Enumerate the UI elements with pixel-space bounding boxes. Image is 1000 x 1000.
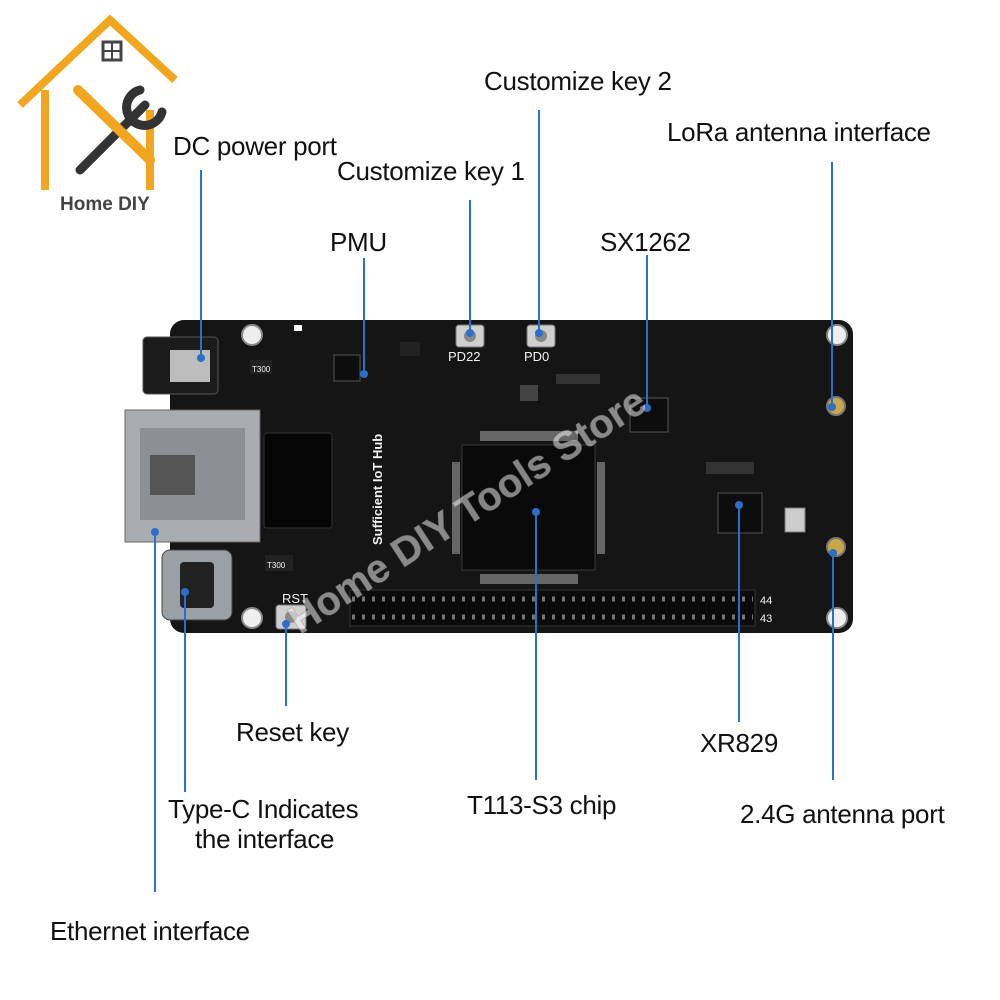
ethernet-transformer [263,432,333,529]
silk-pd0: PD0 [524,349,549,364]
label-type-c-line2: the interface [195,824,335,854]
silk-pd22: PD22 [448,349,481,364]
label-type-c-line1: Type-C Indicates [168,794,359,824]
leader-lines [154,110,834,892]
label-type-c: Type-C Indicates the interface [168,794,359,854]
logo-brand-text: Home DIY [60,194,150,215]
label-t113-chip: T113-S3 chip [467,790,617,820]
silk-rst: RST [282,591,308,606]
board-silk-title: Sufficient IoT Hub [370,434,385,545]
sx1262-chip [629,397,669,433]
wrench-icon [75,85,167,175]
screwdriver-icon [73,85,155,165]
silk-pin-43: 43 [760,613,772,625]
mount-hole-br [826,607,848,629]
pin-header [349,589,756,627]
mount-hole-tr [826,324,848,346]
label-reset-key: Reset key [236,717,349,747]
label-customize-key-2: Customize key 2 [484,66,672,96]
label-ethernet: Ethernet interface [50,916,250,946]
label-2-4g-antenna: 2.4G antenna port [740,799,945,829]
label-customize-key-1: Customize key 1 [337,156,525,186]
label-dc-power-port: DC power port [173,131,337,161]
label-xr829: XR829 [700,728,778,758]
t113-chip [461,444,596,571]
mount-hole-tl [241,324,263,346]
silk-t300-a: T300 [252,365,271,374]
house-icon [17,14,178,108]
silk-pin-44: 44 [760,595,772,607]
mount-hole-bl [241,607,263,629]
silk-t300-b: T300 [267,561,286,570]
home-diy-logo [17,14,178,190]
label-lora-antenna: LoRa antenna interface [667,117,931,147]
label-pmu: PMU [330,227,387,257]
label-sx1262: SX1262 [600,227,691,257]
pmu-chip [333,354,361,382]
